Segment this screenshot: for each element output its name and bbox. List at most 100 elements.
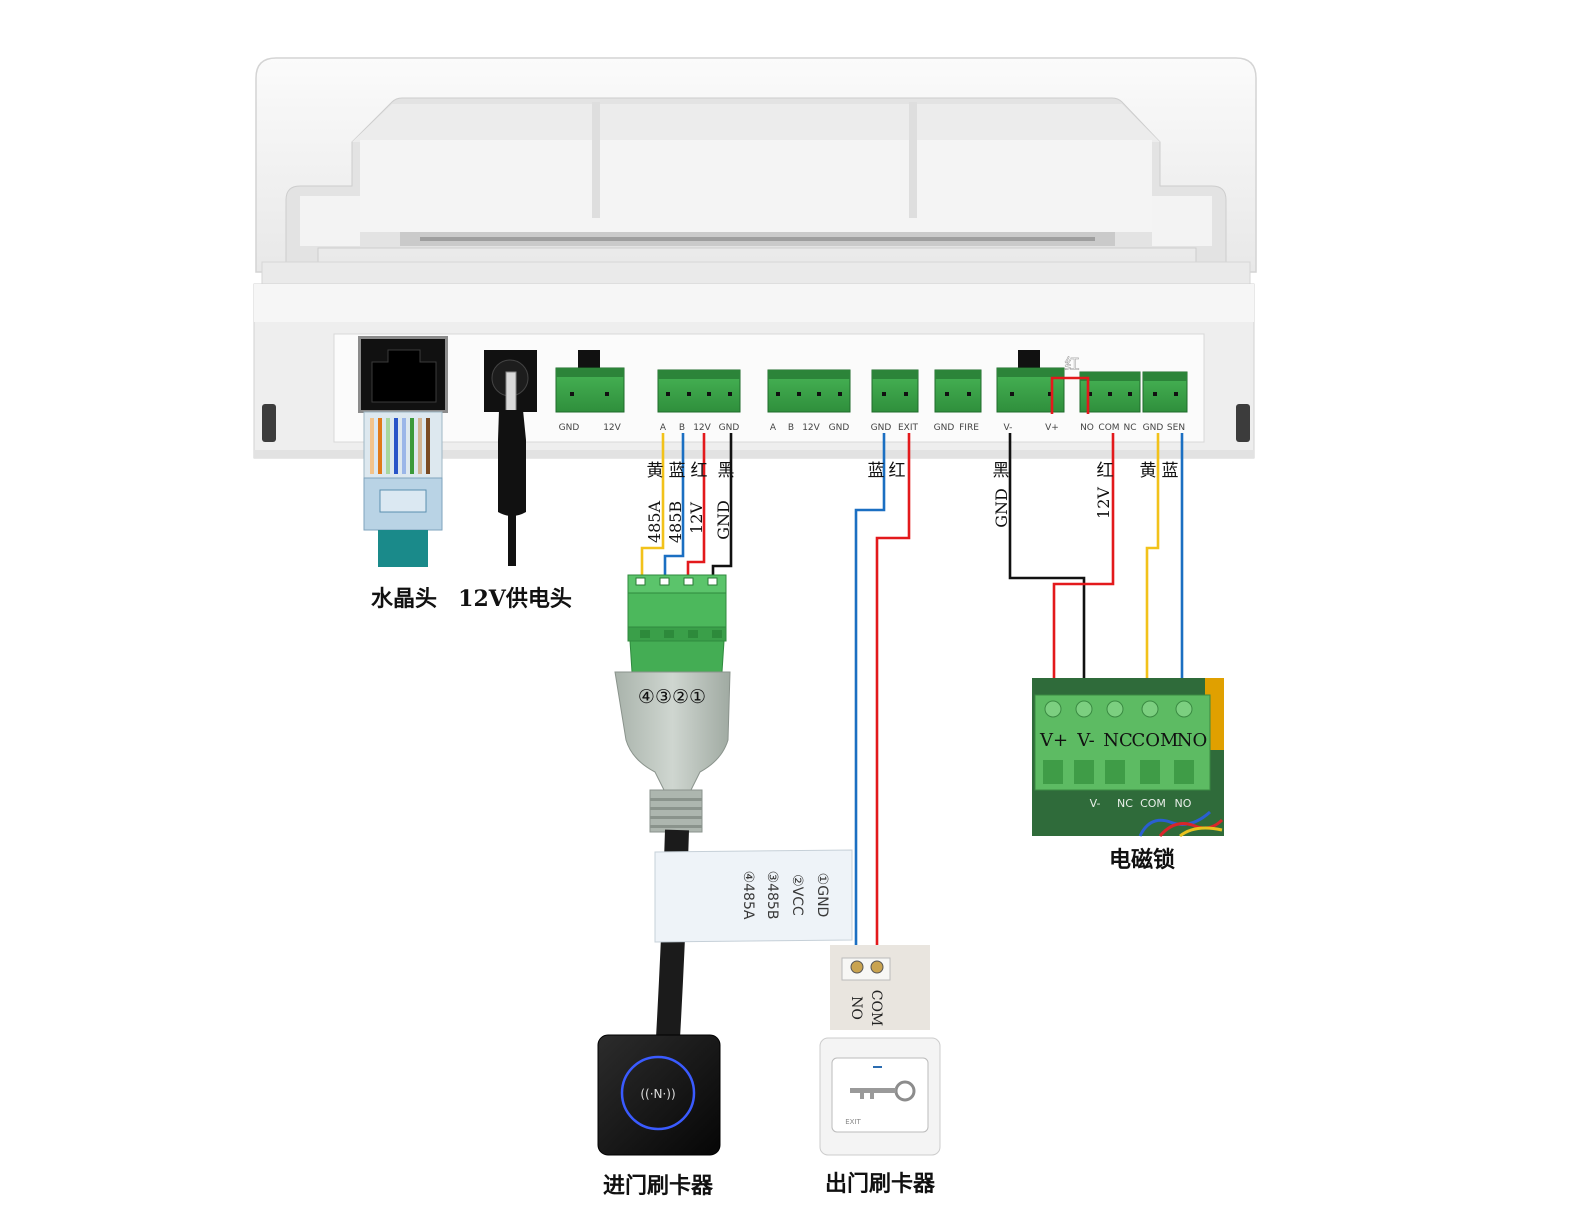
lock-board-print: V- <box>1090 797 1101 810</box>
wire-blue <box>663 433 685 578</box>
wire-color-label: 红 <box>691 461 708 481</box>
exit-button: EXIT <box>819 1037 941 1156</box>
port-label: B <box>788 423 794 433</box>
terminal-exit <box>871 369 919 413</box>
rj45-socket <box>358 336 448 413</box>
housing-slope <box>352 104 1160 142</box>
housing-edge <box>254 450 1254 458</box>
housing-band <box>254 284 1254 322</box>
rj45-caption: 水晶头 <box>371 586 437 612</box>
wire-yellow <box>640 433 665 578</box>
key-icon <box>850 1080 916 1102</box>
lock-caption: 电磁锁 <box>1109 847 1175 873</box>
port-label: B <box>679 423 685 433</box>
terminal-relay <box>1079 371 1141 413</box>
port-label: A <box>660 423 667 433</box>
entry-reader-caption: 进门刷卡器 <box>603 1173 714 1199</box>
exit-wires <box>854 433 911 958</box>
wire-color-label: 黄 <box>1140 461 1157 481</box>
housing-ear-left <box>300 196 360 246</box>
port-label: GND <box>1143 423 1164 433</box>
port-label: GND <box>871 423 892 433</box>
wire-signal-label: 12V <box>1094 487 1113 519</box>
cable-tag-line: ④485A <box>740 871 756 920</box>
lock-terminal-label: COM <box>1132 730 1179 751</box>
port-label: COM <box>1098 423 1119 433</box>
lock-terminal-label: NO <box>1177 730 1208 751</box>
green-plug-connector <box>627 574 727 673</box>
housing-ear-right <box>1152 196 1212 246</box>
exit-terminal-label: NO <box>848 996 864 1020</box>
port-label: V- <box>1004 423 1013 433</box>
dc-plug-caption: 12V供电头 <box>458 586 572 612</box>
exit-button-text: EXIT <box>845 1118 861 1126</box>
wire-black <box>711 433 733 578</box>
lock-board: V+ V- NC COM NO V- NC COM NO <box>1032 678 1224 838</box>
wire-red <box>1052 433 1115 707</box>
exit-button-terminals: NO COM <box>830 945 930 1030</box>
access-controller: 红 GND 12V A B 12V GND A B 12V GND GND EX… <box>253 57 1257 459</box>
cable-tag: ①GND ②VCC ③485B ④485A <box>654 849 853 943</box>
lock-board-print: NC <box>1117 797 1133 810</box>
wire-color-label: 蓝 <box>1162 461 1179 481</box>
housing-panel <box>360 140 1152 232</box>
wire-color-label: 黄 <box>647 461 664 481</box>
terminal-sensor <box>1142 371 1188 413</box>
lock-terminal-label: NC <box>1103 730 1133 751</box>
reader-in-color-labels: 黄 蓝 红 黑 <box>647 461 735 481</box>
cable-strain-relief <box>649 789 703 833</box>
nfc-logo: ((·N·)) <box>640 1087 675 1101</box>
wire-red <box>686 433 706 578</box>
lock-terminal-label: V- <box>1076 730 1094 751</box>
lock-board-print: NO <box>1175 797 1192 810</box>
port-label: 12V <box>693 423 711 433</box>
jumper-wire-red <box>1050 376 1090 414</box>
wire-signal-label: 485B <box>666 501 685 543</box>
side-slot-left <box>262 404 276 442</box>
rj45-plug <box>363 411 443 567</box>
entry-card-reader: ((·N·)) <box>597 1034 721 1156</box>
reader-in-wires <box>640 433 733 578</box>
wire-color-label: 黑 <box>718 461 735 481</box>
dc-plug <box>498 371 526 566</box>
jumper-color-label: 红 <box>1064 355 1079 373</box>
wire-yellow <box>1145 433 1160 692</box>
port-label: V+ <box>1045 423 1059 433</box>
lock-terminal-label: V+ <box>1039 730 1068 751</box>
port-label: 12V <box>603 423 621 433</box>
port-label: A <box>770 423 777 433</box>
port-label: GND <box>829 423 850 433</box>
connector-pin-order: ④③②① <box>638 686 706 708</box>
cable-tag-line: ③485B <box>764 871 780 920</box>
port-labels: GND 12V A B 12V GND A B 12V GND GND EXIT… <box>559 423 1185 433</box>
housing-divider <box>592 102 600 218</box>
terminal-rs485-in <box>657 369 741 413</box>
wire-color-label: 红 <box>1097 461 1114 481</box>
terminal-fire <box>934 369 982 413</box>
wire-color-label: 红 <box>889 461 906 481</box>
lock-wires <box>1008 433 1184 707</box>
wire-signal-label: 12V <box>687 502 706 534</box>
terminal-power <box>555 350 625 413</box>
wire-black <box>1008 433 1086 707</box>
wire-color-label: 蓝 <box>868 461 885 481</box>
port-label: GND <box>559 423 580 433</box>
nfc-ring <box>620 1055 696 1131</box>
exit-terminal-label: COM <box>868 990 884 1027</box>
wire-color-label: 蓝 <box>669 461 686 481</box>
terminal-rs485-out <box>767 369 851 413</box>
wire-color-label: 黑 <box>993 461 1010 481</box>
wire-signal-label: GND <box>992 488 1011 528</box>
port-label: EXIT <box>898 423 919 433</box>
lock-board-print: COM <box>1140 797 1166 810</box>
port-label: SEN <box>1167 423 1185 433</box>
port-label: NC <box>1123 423 1136 433</box>
exit-reader-caption: 出门刷卡器 <box>825 1171 936 1197</box>
housing-divider <box>909 102 917 218</box>
cable-tag-line: ②VCC <box>789 874 805 916</box>
housing-slot-line <box>420 237 1095 241</box>
reader-in-signal-labels: 485A 485B 12V GND <box>645 500 733 543</box>
wire-blue <box>854 433 886 958</box>
port-label: 12V <box>802 423 820 433</box>
